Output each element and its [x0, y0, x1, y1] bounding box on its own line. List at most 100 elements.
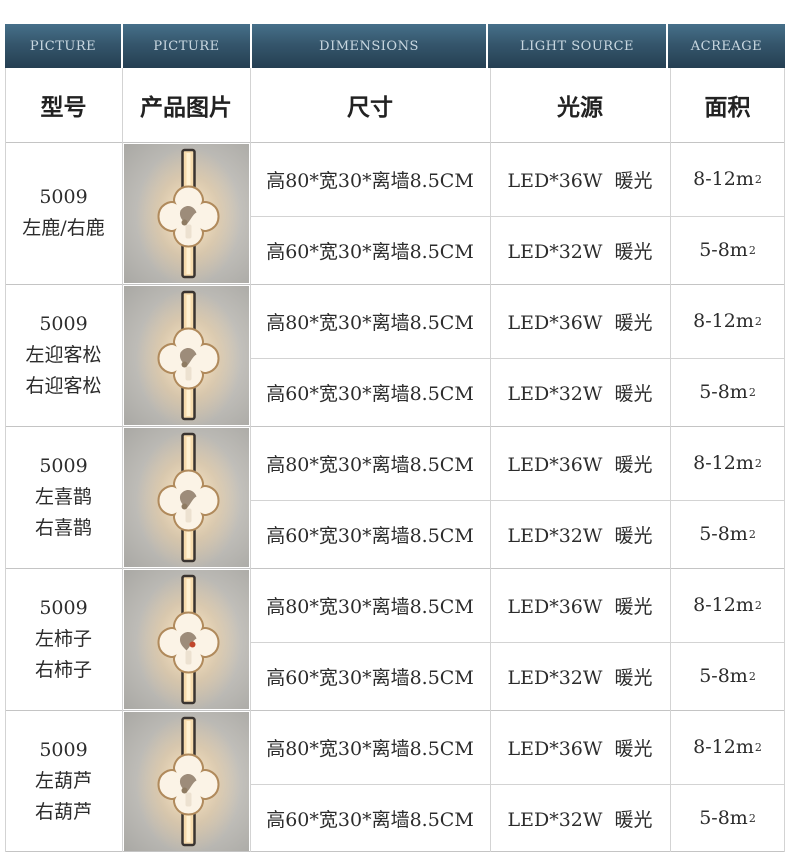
model-name: 左迎客松	[25, 343, 102, 366]
col-picture-heading: 产品图片	[140, 94, 232, 121]
area-unit-exponent: 2	[754, 740, 762, 754]
model-name: 右葫芦	[34, 800, 92, 823]
sub-row-divider	[250, 216, 785, 217]
area-unit-exponent: 2	[754, 172, 762, 186]
wall-lamp-image	[124, 428, 249, 567]
model-code: 5009	[39, 312, 88, 335]
light-source-value: LED*32W 暖光	[507, 524, 653, 547]
area-number: 8-12m	[693, 736, 754, 758]
model-name: 右喜鹊	[34, 516, 92, 539]
row-divider	[5, 568, 785, 569]
model-code: 5009	[39, 596, 88, 619]
header-light-source: LIGHT SOURCE	[488, 24, 666, 68]
light-source-value: LED*32W 暖光	[507, 808, 653, 831]
light-source-value: LED*36W 暖光	[507, 595, 653, 618]
light-source-value: LED*36W 暖光	[507, 453, 653, 476]
area-number: 8-12m	[693, 168, 754, 190]
size-value: 高60*宽30*离墙8.5CM	[266, 808, 474, 831]
sub-row-divider	[250, 642, 785, 643]
row-divider	[5, 284, 785, 285]
column-divider	[670, 68, 671, 852]
column-divider	[250, 68, 251, 852]
size-value: 高60*宽30*离墙8.5CM	[266, 666, 474, 689]
area-unit-exponent: 2	[748, 811, 756, 825]
row-divider	[5, 426, 785, 427]
size-value: 高80*宽30*离墙8.5CM	[266, 737, 474, 760]
sub-row-divider	[250, 358, 785, 359]
column-divider	[5, 68, 6, 852]
model-name: 右迎客松	[25, 374, 102, 397]
area-number: 5-8m	[699, 381, 748, 403]
column-divider	[122, 68, 123, 852]
header-dimensions: DIMENSIONS	[252, 24, 486, 68]
area-number: 8-12m	[693, 594, 754, 616]
model-name: 左葫芦	[34, 769, 92, 792]
row-divider	[5, 710, 785, 711]
model-cell: 5009 左柿子右柿子	[5, 568, 122, 710]
size-value: 高80*宽30*离墙8.5CM	[266, 453, 474, 476]
model-cell: 5009 左迎客松右迎客松	[5, 284, 122, 426]
area-number: 5-8m	[699, 807, 748, 829]
model-name: 左柿子	[34, 627, 92, 650]
model-name: 右柿子	[34, 658, 92, 681]
table-bottom-line	[5, 851, 785, 852]
column-divider	[490, 68, 491, 852]
header-picture-1: PICTURE	[5, 24, 121, 68]
wall-lamp-image	[124, 144, 249, 283]
area-number: 5-8m	[699, 665, 748, 687]
area-number: 8-12m	[693, 452, 754, 474]
row-divider	[5, 142, 785, 143]
size-value: 高80*宽30*离墙8.5CM	[266, 169, 474, 192]
model-code: 5009	[39, 186, 88, 208]
model-cell: 5009 左鹿/右鹿	[5, 142, 122, 284]
wall-lamp-image	[124, 570, 249, 709]
light-source-value: LED*32W 暖光	[507, 666, 653, 689]
spec-table-page: PICTURE PICTURE DIMENSIONS LIGHT SOURCE …	[5, 0, 785, 855]
col-area-heading: 面积	[704, 94, 751, 121]
col-size-heading: 尺寸	[347, 94, 393, 121]
area-number: 5-8m	[699, 523, 748, 545]
size-value: 高80*宽30*离墙8.5CM	[266, 311, 474, 334]
area-unit-exponent: 2	[754, 314, 762, 328]
light-source-value: LED*36W 暖光	[507, 737, 653, 760]
model-cell: 5009 左喜鹊右喜鹊	[5, 426, 122, 568]
size-value: 高60*宽30*离墙8.5CM	[266, 240, 474, 263]
model-code: 5009	[39, 738, 88, 761]
column-divider	[784, 68, 785, 852]
model-code: 5009	[39, 454, 88, 477]
header-acreage: ACREAGE	[668, 24, 785, 68]
light-source-value: LED*36W 暖光	[507, 169, 653, 192]
area-unit-exponent: 2	[748, 669, 756, 683]
col-light-heading: 光源	[557, 94, 603, 121]
area-unit-exponent: 2	[748, 243, 756, 257]
model-name: 左鹿/右鹿	[22, 217, 105, 239]
col-model-heading: 型号	[40, 94, 87, 121]
sub-row-divider	[250, 500, 785, 501]
light-source-value: LED*32W 暖光	[507, 382, 653, 405]
area-unit-exponent: 2	[748, 527, 756, 541]
size-value: 高60*宽30*离墙8.5CM	[266, 382, 474, 405]
header-picture-2: PICTURE	[123, 24, 250, 68]
light-source-value: LED*36W 暖光	[507, 311, 653, 334]
wall-lamp-image	[124, 286, 249, 425]
size-value: 高60*宽30*离墙8.5CM	[266, 524, 474, 547]
area-unit-exponent: 2	[748, 385, 756, 399]
light-source-value: LED*32W 暖光	[507, 240, 653, 263]
area-unit-exponent: 2	[754, 598, 762, 612]
area-unit-exponent: 2	[754, 456, 762, 470]
model-name: 左喜鹊	[34, 485, 92, 508]
model-cell: 5009 左葫芦右葫芦	[5, 710, 122, 852]
area-number: 8-12m	[693, 310, 754, 332]
size-value: 高80*宽30*离墙8.5CM	[266, 595, 474, 618]
area-number: 5-8m	[699, 239, 748, 261]
